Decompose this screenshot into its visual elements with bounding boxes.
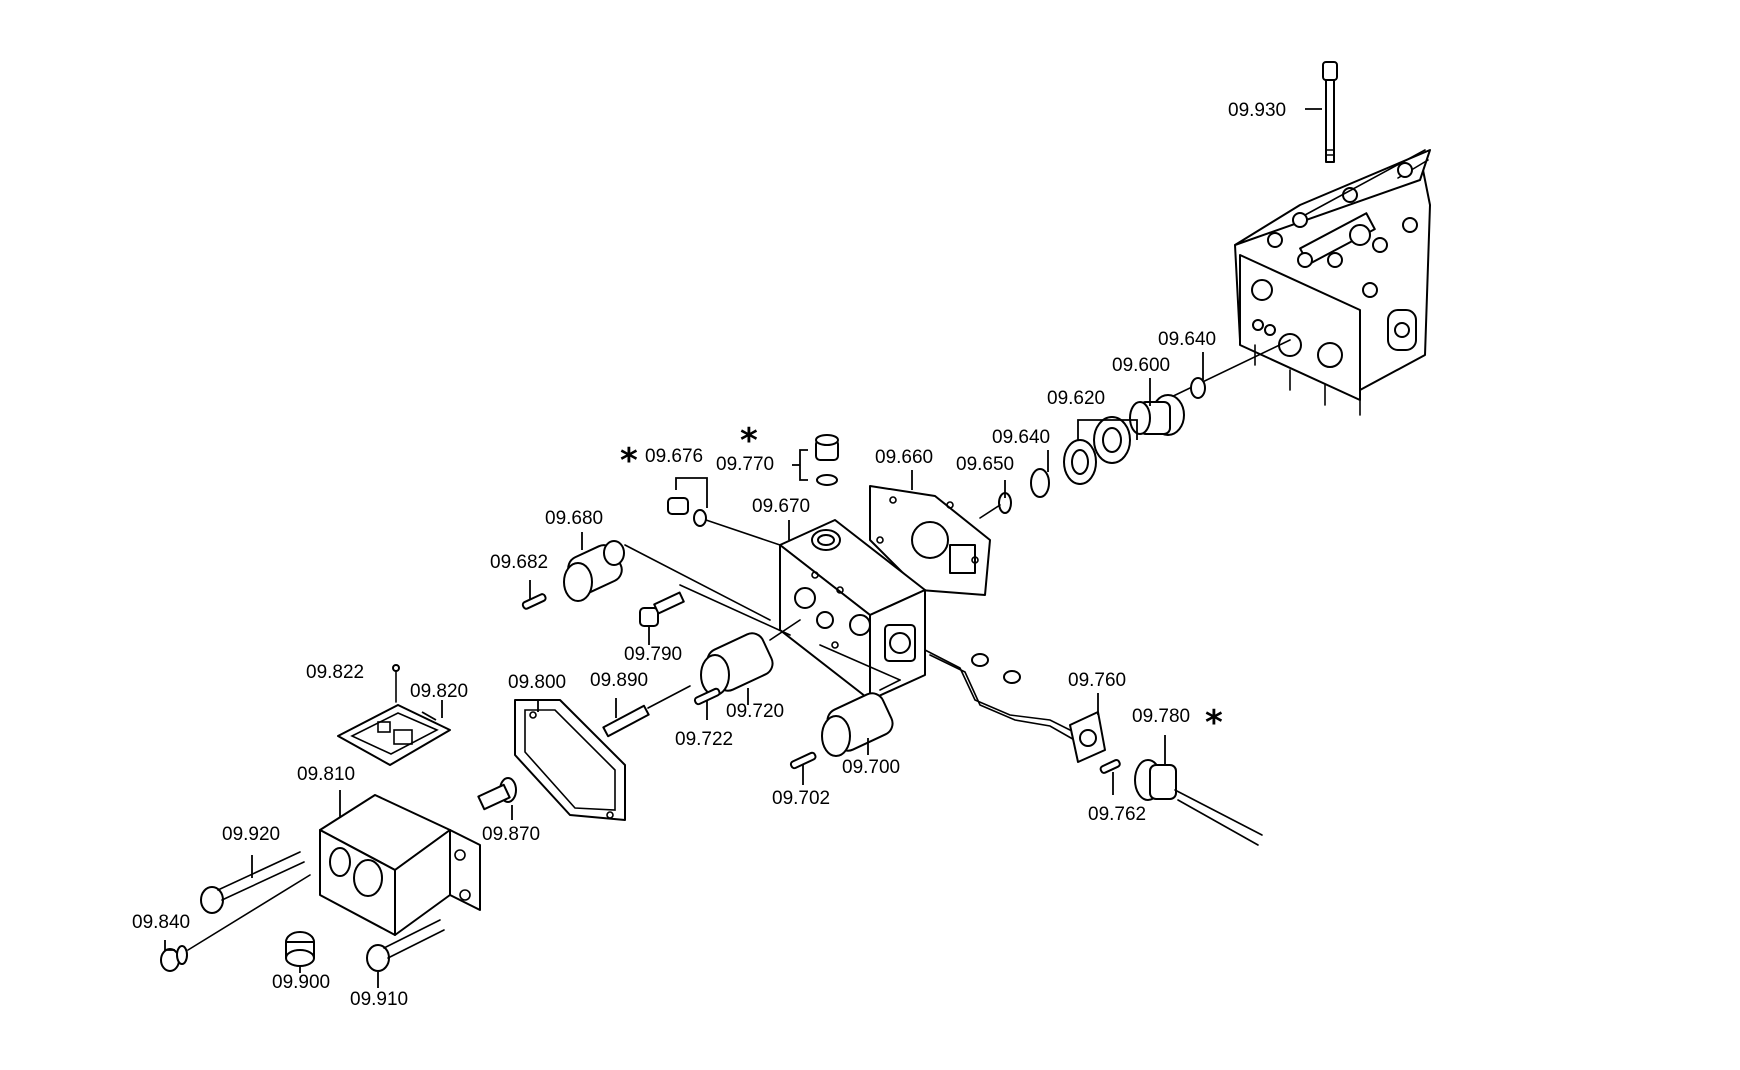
label-09790: 09.790 [624, 644, 682, 665]
label-09910: 09.910 [350, 989, 408, 1010]
pin-09890 [602, 685, 691, 738]
screw-09762 [1099, 759, 1121, 774]
label-09762: 09.762 [1088, 804, 1146, 825]
label-09760: 09.760 [1068, 670, 1126, 691]
label-09920: 09.920 [222, 824, 280, 845]
asterisk-09676: * [620, 441, 638, 481]
label-09840: 09.840 [132, 912, 190, 933]
label-09890: 09.890 [590, 670, 648, 691]
label-09770: 09.770 [716, 454, 774, 475]
label-09620: 09.620 [1047, 388, 1105, 409]
cover-09820 [337, 664, 451, 766]
label-09600: 09.600 [1112, 355, 1170, 376]
valve-block-09670 [779, 519, 926, 701]
cap-09900 [285, 931, 315, 967]
gasket-09660 [869, 485, 991, 596]
label-09640-b: 09.640 [992, 427, 1050, 448]
gasket-09800 [514, 699, 626, 821]
nut-09840 [160, 874, 311, 972]
solenoid-09720 [700, 619, 801, 696]
screw-09682 [521, 593, 547, 610]
wiring-harness [924, 649, 1081, 743]
label-09900: 09.900 [272, 972, 330, 993]
screw-09920 [200, 851, 305, 914]
part-labels: 09.930 09.640 09.600 09.620 09.640 09.65… [132, 100, 1286, 1010]
bolt-09930 [1322, 61, 1338, 163]
plug-09770 [815, 434, 839, 486]
label-09800: 09.800 [508, 672, 566, 693]
label-09930: 09.930 [1228, 100, 1286, 121]
label-09680: 09.680 [545, 508, 603, 529]
label-09640-a: 09.640 [1158, 329, 1216, 350]
screw-09722 [693, 687, 721, 706]
label-09650: 09.650 [956, 454, 1014, 475]
leader-lines [164, 108, 1322, 988]
asterisk-09780: * [1205, 703, 1223, 743]
label-09700: 09.700 [842, 757, 900, 778]
label-09822: 09.822 [306, 662, 364, 683]
screw-09790 [639, 591, 685, 627]
shaft-parts [979, 339, 1291, 519]
connector-09760 [1069, 711, 1106, 763]
label-09682: 09.682 [490, 552, 548, 573]
solenoid-09680 [563, 540, 791, 636]
label-09720: 09.720 [726, 701, 784, 722]
asterisk-09770: * [740, 421, 758, 461]
label-09810: 09.810 [297, 764, 355, 785]
label-09780: 09.780 [1132, 706, 1190, 727]
label-09660: 09.660 [875, 447, 933, 468]
gearbox-housing [1234, 149, 1431, 416]
label-09676: 09.676 [645, 446, 703, 467]
label-09820: 09.820 [410, 681, 468, 702]
label-09722: 09.722 [675, 729, 733, 750]
connector-09780 [1134, 759, 1263, 846]
solenoid-09700 [819, 644, 901, 757]
housing-09810 [319, 794, 481, 936]
screw-09870 [477, 777, 517, 811]
screw-09910 [366, 919, 445, 972]
label-09870: 09.870 [482, 824, 540, 845]
label-09702: 09.702 [772, 788, 830, 809]
label-09670: 09.670 [752, 496, 810, 517]
screw-09702 [789, 751, 817, 770]
plug-09676 [667, 497, 781, 546]
